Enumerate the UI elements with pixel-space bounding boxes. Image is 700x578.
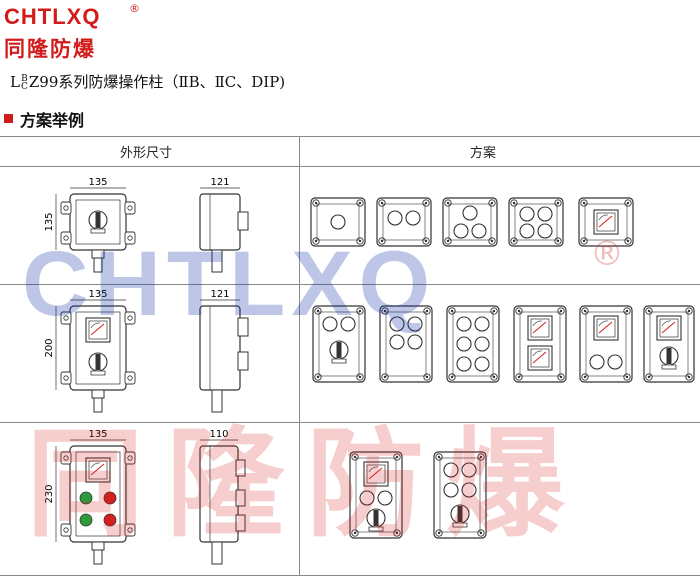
row2-scheme-3 — [446, 305, 500, 383]
row2-scheme-4 — [513, 305, 567, 383]
series-title-rest: Z99系列防爆操作柱（ⅡB、ⅡC、DIP) — [28, 73, 286, 91]
table-row-divider-1 — [0, 284, 700, 285]
button-green-icon — [79, 513, 93, 527]
series-title-sup: B — [21, 74, 28, 84]
row1-scheme-1 — [310, 197, 366, 247]
row2-dimension-lines — [55, 299, 240, 390]
row2-width-label: 135 — [88, 289, 107, 300]
series-title-sub: C — [20, 82, 28, 92]
header-dimensions: 外形尺寸 — [120, 146, 173, 161]
table-header-divider — [0, 166, 700, 167]
button-red-icon — [103, 513, 117, 527]
header-schemes: 方案 — [470, 146, 497, 161]
row1-scheme-3 — [442, 197, 498, 247]
row2-front-view — [60, 305, 136, 413]
table-column-divider — [299, 136, 300, 576]
row3-height-label: 230 — [44, 484, 55, 503]
row1-side-view — [199, 193, 249, 273]
brand-logo-chinese: 同隆防爆 — [4, 37, 96, 61]
row1-scheme-5 — [578, 197, 634, 247]
scheme-table: 外形尺寸 方案 — [0, 136, 700, 576]
indicator-green-icon — [79, 491, 93, 505]
row3-depth-label: 110 — [209, 429, 228, 440]
row3-width-label: 135 — [88, 429, 107, 440]
row1-height-label: 135 — [44, 212, 55, 231]
row2-scheme-2 — [379, 305, 433, 383]
row1-scheme-4 — [508, 197, 564, 247]
indicator-red-icon — [103, 491, 117, 505]
table-border-bottom — [0, 575, 700, 576]
row1-width-label: 135 — [88, 177, 107, 188]
brand-logo-text: CHTLXQ — [4, 4, 101, 29]
section-bullet-icon — [4, 114, 13, 123]
row3-front-view — [60, 445, 136, 565]
row2-scheme-5 — [579, 305, 633, 383]
row2-scheme-6 — [643, 305, 695, 383]
table-row-divider-2 — [0, 422, 700, 423]
registered-mark: ® — [129, 2, 140, 15]
row3-scheme-1 — [349, 451, 403, 539]
table-border-top — [0, 136, 700, 137]
row1-dimension-lines — [55, 187, 240, 250]
row3-scheme-2 — [433, 451, 487, 539]
row1-scheme-2 — [376, 197, 432, 247]
row2-side-view — [199, 305, 249, 413]
row3-side-view — [199, 445, 246, 565]
row1-front-view — [60, 193, 136, 273]
row2-scheme-1 — [312, 305, 366, 383]
row2-depth-label: 121 — [210, 289, 229, 300]
row2-height-label: 200 — [44, 338, 55, 357]
row3-dimension-lines — [55, 439, 238, 542]
section-title: 方案举例 — [20, 111, 85, 130]
row1-depth-label: 121 — [210, 177, 229, 188]
series-title-prefix: L — [10, 73, 20, 91]
